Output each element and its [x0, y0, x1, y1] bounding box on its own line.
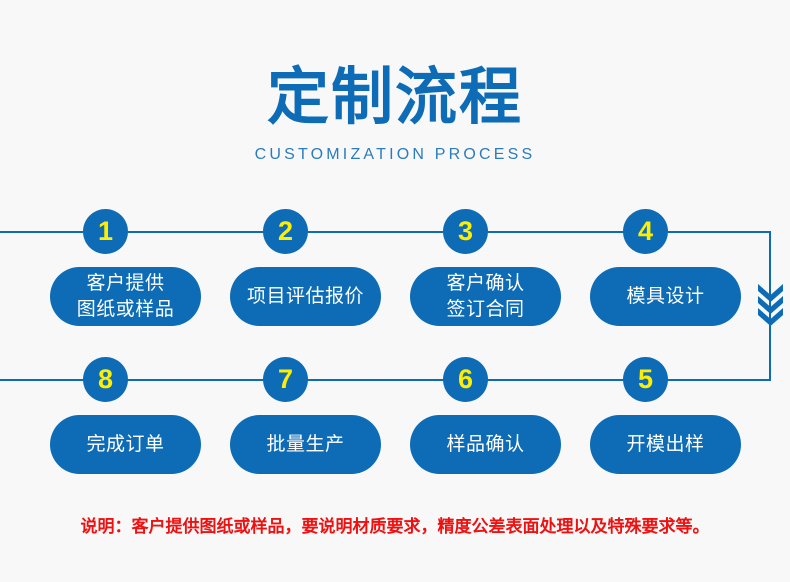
step-label-pill[interactable]: 开模出样 — [590, 415, 741, 474]
step-label-line1: 批量生产 — [266, 433, 345, 455]
step-label-pill[interactable]: 项目评估报价 — [230, 267, 381, 326]
step-label-line1: 开模出样 — [626, 433, 705, 455]
step-number-badge: 4 — [623, 209, 668, 254]
step-label-pill[interactable]: 客户确认 签订合同 — [410, 267, 561, 326]
connector-line-row1 — [0, 231, 771, 233]
footer-note: 说明：客户提供图纸或样品，要说明材质要求，精度公差表面处理以及特殊要求等。 — [80, 517, 710, 536]
step-label-pill[interactable]: 批量生产 — [230, 415, 381, 474]
step-label-line1: 模具设计 — [626, 285, 705, 307]
step-label-line1: 样品确认 — [446, 433, 525, 455]
step-number-badge: 8 — [83, 357, 128, 402]
step-label-pill[interactable]: 完成订单 — [50, 415, 201, 474]
step-number-badge: 2 — [263, 209, 308, 254]
step-label-line1: 客户提供 — [86, 272, 165, 294]
step-number-badge: 3 — [443, 209, 488, 254]
connector-line-row2 — [0, 379, 771, 381]
connector-line-vertical — [769, 231, 771, 381]
step-label-pill[interactable]: 客户提供 图纸或样品 — [50, 267, 201, 326]
step-number-badge: 6 — [443, 357, 488, 402]
step-label-line2: 签订合同 — [446, 298, 525, 320]
step-label-line1: 完成订单 — [86, 433, 165, 455]
step-number-badge: 5 — [623, 357, 668, 402]
page-title: 定制流程 — [266, 63, 523, 132]
double-chevron-down-icon — [756, 282, 785, 327]
step-label-line2: 图纸或样品 — [76, 298, 175, 320]
page-subtitle: CUSTOMIZATION PROCESS — [254, 146, 536, 163]
step-label-line1: 客户确认 — [446, 272, 525, 294]
step-label-pill[interactable]: 样品确认 — [410, 415, 561, 474]
step-number-badge: 7 — [263, 357, 308, 402]
step-label-line1: 项目评估报价 — [246, 285, 364, 307]
step-number-badge: 1 — [83, 209, 128, 254]
step-label-pill[interactable]: 模具设计 — [590, 267, 741, 326]
